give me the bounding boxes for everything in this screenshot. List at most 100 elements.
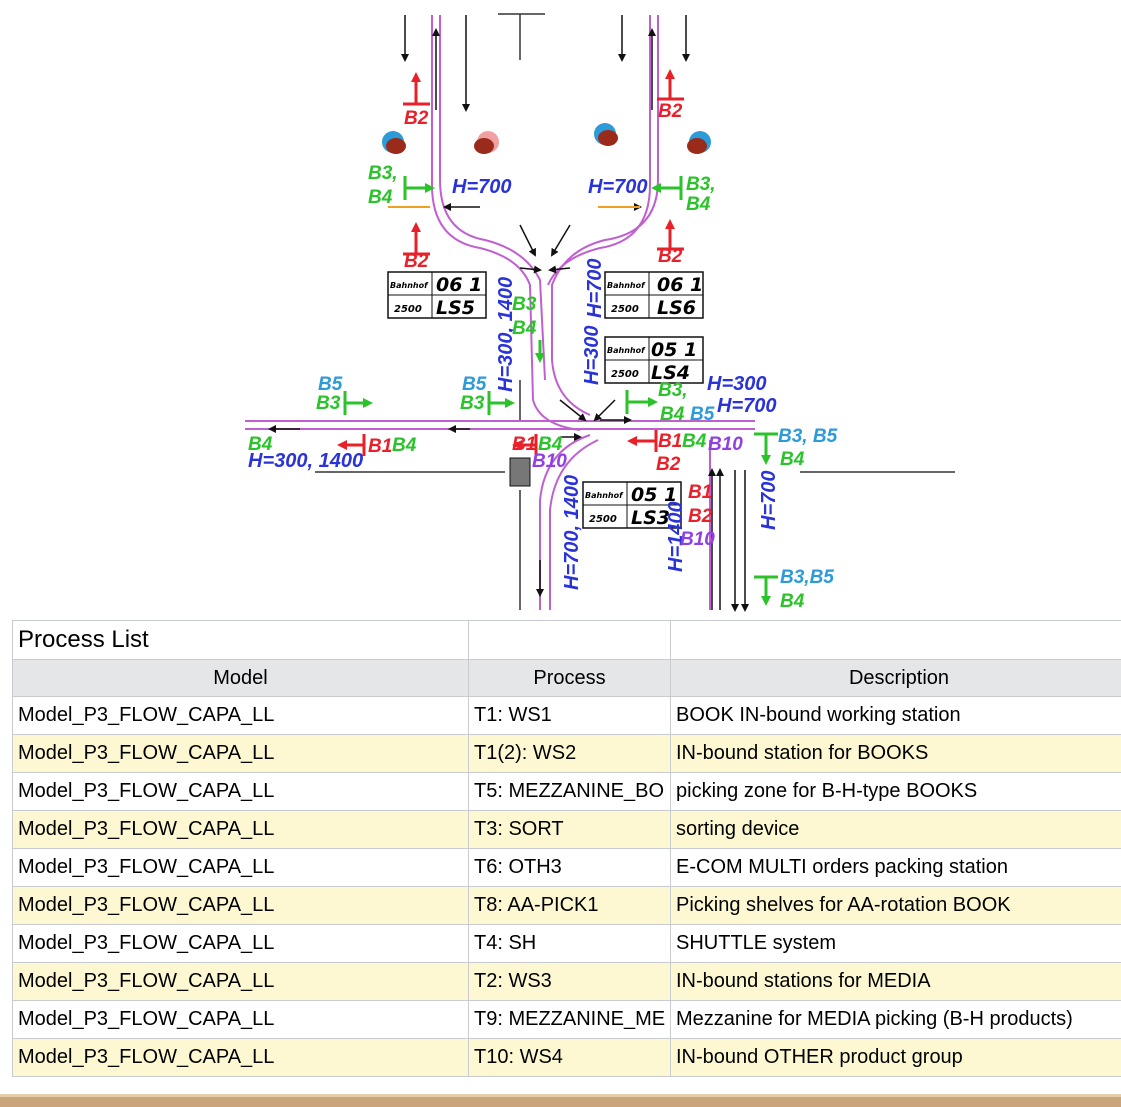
table-row[interactable]: Model_P3_FLOW_CAPA_LL T8: AA-PICK1 Picki… [12,886,1121,925]
column-header-model[interactable]: Model [12,659,469,697]
cell-process: T5: MEZZANINE_BO [468,772,671,811]
label-b2: B2 [404,108,429,129]
label-b4: B4 [392,435,417,456]
table-row[interactable]: Model_P3_FLOW_CAPA_LL T5: MEZZANINE_BO p… [12,772,1121,811]
operator-icons [382,123,711,154]
cell-description: Mezzanine for MEDIA picking (B-H product… [670,1000,1121,1039]
station-box-top: 06 1 [657,274,703,296]
label-h700-vertical: H=700 [584,259,606,319]
table-row[interactable]: Model_P3_FLOW_CAPA_LL T4: SH SHUTTLE sys… [12,924,1121,963]
station-box-sub: 2500 [611,304,639,315]
cell-model: Model_P3_FLOW_CAPA_LL [12,962,469,1001]
label-b1: B1 [512,434,536,455]
table-header-row: Model Process Description [12,659,1121,697]
empty-cell [468,620,671,660]
label-b4: B4 [660,404,685,425]
cell-model: Model_P3_FLOW_CAPA_LL [12,696,469,735]
label-b4: B4 [780,591,805,612]
station-box-sub: 2500 [589,514,617,525]
table-row[interactable]: Model_P3_FLOW_CAPA_LL T10: WS4 IN-bound … [12,1038,1121,1077]
label-b1: B1 [658,431,682,452]
operator-icon [687,131,711,154]
cell-model: Model_P3_FLOW_CAPA_LL [12,886,469,925]
label-h700-1400-vertical: H=700, 1400 [561,475,583,590]
purple-labels: B10 B10 B10 [532,434,743,550]
table-title: Process List [12,620,469,660]
cell-description: Picking shelves for AA-rotation BOOK [670,886,1121,925]
label-b2: B2 [658,246,683,267]
cell-process: T6: OTH3 [468,848,671,887]
label-b3: B3 [512,294,537,315]
cell-description: sorting device [670,810,1121,849]
cell-description: IN-bound station for BOOKS [670,734,1121,773]
table-title-row: Process List [12,620,1121,660]
label-h700: H=700 [717,395,777,417]
table-row[interactable]: Model_P3_FLOW_CAPA_LL T1: WS1 BOOK IN-bo… [12,696,1121,735]
station-box: Bahnhof 05 1 2500 LS4 [604,336,704,384]
building-lines [315,13,955,610]
station-box-small-label: Bahnhof [585,491,624,500]
bottom-border-bar [0,1094,1121,1107]
cell-model: Model_P3_FLOW_CAPA_LL [12,772,469,811]
hatched-block [509,457,531,487]
label-b3: B3 [316,393,341,414]
cell-description: IN-bound OTHER product group [670,1038,1121,1077]
station-box: Bahnhof 06 1 2500 LS6 [604,271,704,319]
label-h300-1400-vertical: H=300, 1400 [495,277,517,392]
label-b4: B4 [512,318,537,339]
label-b2: B2 [658,101,683,122]
label-b3: B3, [686,174,716,195]
station-box: Bahnhof 05 1 2500 LS3 [582,481,682,529]
column-header-process[interactable]: Process [468,659,671,697]
label-b4: B4 [780,449,805,470]
operator-icon [594,123,618,146]
cell-description: SHUTTLE system [670,924,1121,963]
label-b3: B3 [460,393,485,414]
conveyor-paths [245,15,755,610]
table-row[interactable]: Model_P3_FLOW_CAPA_LL T2: WS3 IN-bound s… [12,962,1121,1001]
label-h300-vertical: H=300 [581,326,603,386]
green-markers [343,176,778,606]
label-b1: B1 [688,482,712,503]
table-row[interactable]: Model_P3_FLOW_CAPA_LL T1(2): WS2 IN-boun… [12,734,1121,773]
label-h700-right: H=700 [588,176,648,198]
label-b5: B5 [462,374,487,395]
column-header-description[interactable]: Description [670,659,1121,697]
label-b4: B4 [248,434,273,455]
table-row[interactable]: Model_P3_FLOW_CAPA_LL T3: SORT sorting d… [12,810,1121,849]
cell-model: Model_P3_FLOW_CAPA_LL [12,924,469,963]
label-h700-left: H=700 [452,176,512,198]
cell-process: T8: AA-PICK1 [468,886,671,925]
label-b2: B2 [656,454,681,475]
label-b1: B1 [368,436,392,457]
station-box: Bahnhof 06 1 2500 LS5 [387,271,487,319]
cell-model: Model_P3_FLOW_CAPA_LL [12,1000,469,1039]
cell-process: T1: WS1 [468,696,671,735]
cell-model: Model_P3_FLOW_CAPA_LL [12,734,469,773]
label-h300-1400: H=300, 1400 [248,450,363,472]
cell-description: BOOK IN-bound working station [670,696,1121,735]
table-row[interactable]: Model_P3_FLOW_CAPA_LL T6: OTH3 E-COM MUL… [12,848,1121,887]
label-b4: B4 [682,431,707,452]
station-box-name: LS4 [651,362,690,384]
red-markers [337,69,684,456]
red-labels: B2 B2 B2 B2 B1 B1 B1 B2 B1 B2 [368,101,713,527]
flow-diagram: Bahnhof 06 1 2500 LS5 Bahnhof 06 1 2500 … [245,13,955,612]
cell-description: IN-bound stations for MEDIA [670,962,1121,1001]
label-b5: B5 [690,404,715,425]
label-b3-b5: B3,B5 [780,567,834,588]
label-b10: B10 [680,529,715,550]
green-labels: B3, B4 B3, B4 B3 B4 B3 B3 B3, B4 B4 B4 B… [248,163,805,612]
label-h700-vertical-right: H=700 [758,471,780,531]
cell-process: T1(2): WS2 [468,734,671,773]
station-box-name: LS5 [436,297,475,319]
station-box-sub: 2500 [394,304,422,315]
label-b3: B3, [368,163,398,184]
cell-process: T10: WS4 [468,1038,671,1077]
cell-model: Model_P3_FLOW_CAPA_LL [12,1038,469,1077]
label-b10: B10 [532,451,567,472]
sky-labels: B5 B5 B5 B3, B5 B3,B5 [318,374,838,588]
height-labels: H=700 H=700 H=300, 1400 H=700 H=300 H=30… [248,176,780,590]
table-row[interactable]: Model_P3_FLOW_CAPA_LL T9: MEZZANINE_ME M… [12,1000,1121,1039]
label-b5: B5 [318,374,343,395]
